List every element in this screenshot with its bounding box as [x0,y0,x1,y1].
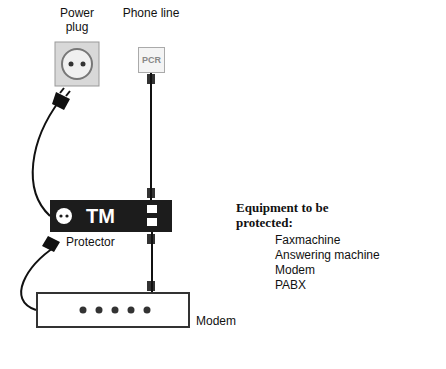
equipment-item: Modem [275,263,415,277]
line-label: Phone line [122,6,180,20]
device-caption: Protector [66,235,115,249]
cable [151,232,153,292]
box-label: PCR [142,55,161,65]
phone-jacks [147,74,155,291]
phone-outlet-box: PCR [138,47,165,73]
box-label: TM [86,205,115,227]
power-socket [55,42,99,86]
modem-leds [38,294,188,326]
socket-label: Power plug [48,6,106,34]
equipment-item: PABX [275,278,415,292]
equipment-item: Answering machine [275,248,415,262]
modem-box: Modem [36,292,190,328]
protector-box: TMProtector [50,200,172,232]
mains-plug [33,88,70,216]
device-name: Modem [196,314,236,328]
list-heading: Equipment to be protected: [236,200,366,230]
equipment-item: Faxmachine [275,233,415,247]
cable [150,73,152,200]
